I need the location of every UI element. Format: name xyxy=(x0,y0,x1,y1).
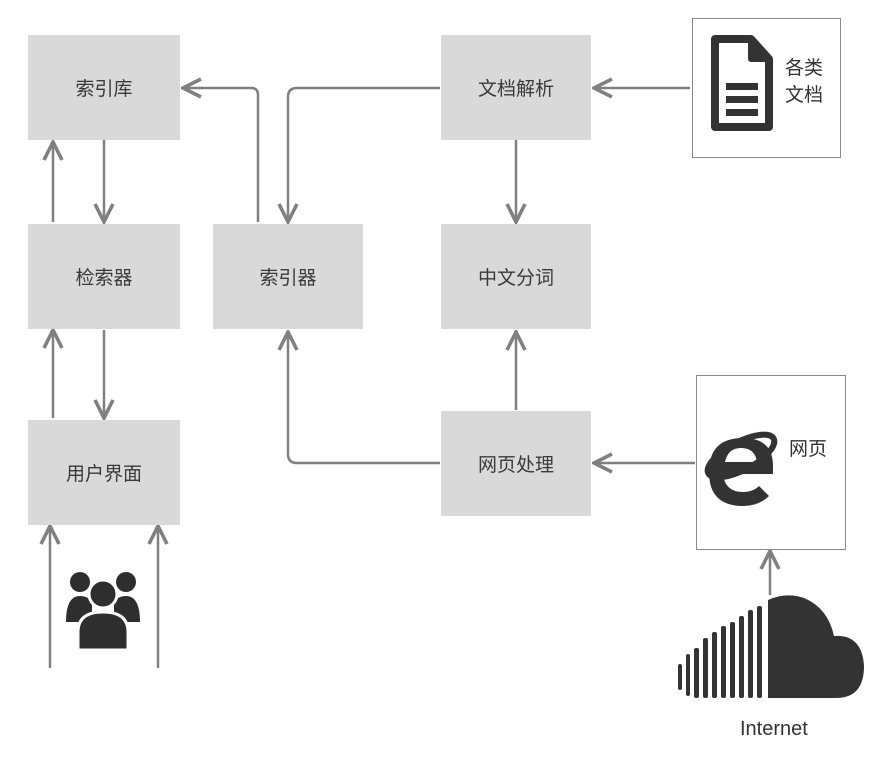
users-icon xyxy=(66,572,140,650)
browser-e-icon xyxy=(704,431,778,506)
node-cn-seg: 中文分词 xyxy=(441,224,591,329)
node-doc-parse: 文档解析 xyxy=(441,35,591,140)
docs-label-line1: 各类 xyxy=(785,57,824,79)
docs-label-line2: 文档 xyxy=(785,84,824,106)
node-web-proc: 网页处理 xyxy=(441,411,591,516)
node-retriever: 检索器 xyxy=(28,224,180,329)
node-index-db: 索引库 xyxy=(28,35,180,140)
cloud-icon xyxy=(678,595,864,698)
internet-label: Internet xyxy=(740,718,808,740)
edge-webproc-to-indexer xyxy=(288,332,440,465)
docs-source-card: 各类 文档 xyxy=(692,18,841,158)
web-label: 网页 xyxy=(789,438,828,460)
edge-docparse-to-indexer xyxy=(288,86,440,222)
web-source-card: 网页 xyxy=(696,375,846,550)
document-icon xyxy=(711,35,773,131)
node-user-ui: 用户界面 xyxy=(28,420,180,525)
node-indexer: 索引器 xyxy=(213,224,363,329)
edge-indexer-to-indexdb xyxy=(183,88,260,222)
